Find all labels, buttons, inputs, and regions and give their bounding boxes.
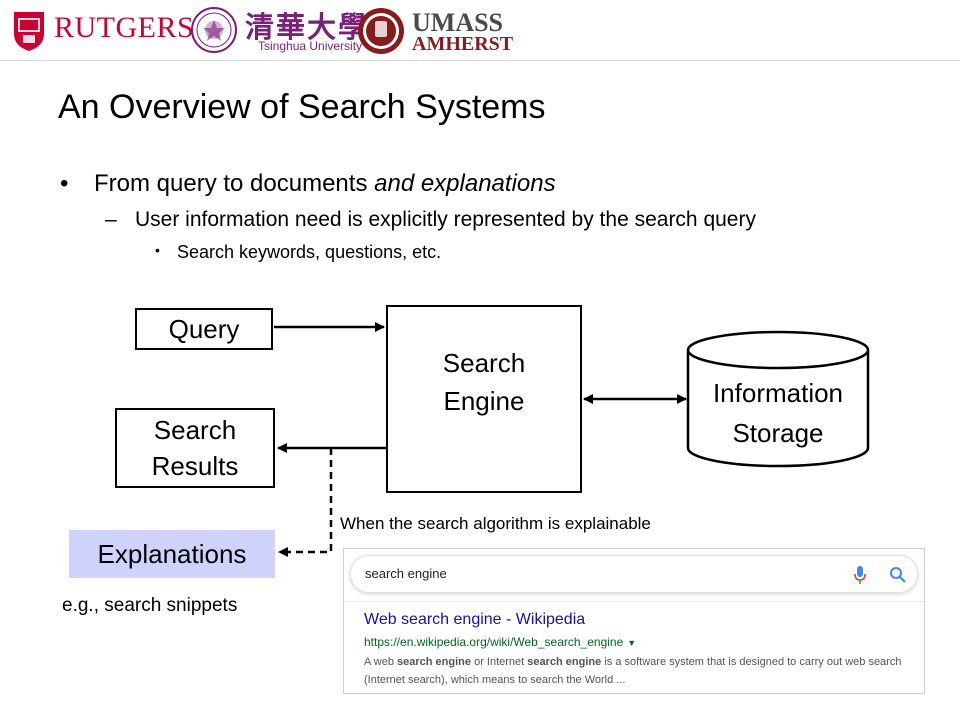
- results-label-line2: Results: [151, 451, 239, 481]
- header-divider: [0, 60, 960, 61]
- amherst-wordmark: AMHERST: [412, 33, 514, 55]
- engine-label-line2: Engine: [443, 386, 525, 416]
- results-label-line1: Search: [153, 415, 237, 445]
- bullet-level2-text: User information need is explicitly repr…: [135, 208, 756, 231]
- search-engine-box: Search Engine: [386, 305, 582, 493]
- bullet-dash: –: [105, 208, 117, 231]
- tsinghua-seal-icon: [191, 7, 237, 53]
- serp-search-input[interactable]: search engine: [365, 566, 447, 581]
- umass-seal-icon: [358, 8, 404, 54]
- bullet-level1-plain: From query to documents: [94, 170, 375, 197]
- serp-url-text[interactable]: https://en.wikipedia.org/wiki/Web_search…: [364, 635, 624, 649]
- slide-title: An Overview of Search Systems: [58, 88, 546, 126]
- snippet-bold: search engine: [397, 656, 472, 668]
- snippet-bold: search engine: [527, 656, 602, 668]
- snippet-part: or Internet: [471, 656, 528, 668]
- microphone-icon[interactable]: [853, 565, 867, 585]
- search-results-box: Search Results: [115, 408, 275, 488]
- query-label: Query: [168, 313, 240, 344]
- tsinghua-english-wordmark: Tsinghua University: [258, 39, 363, 53]
- serp-divider: [344, 601, 924, 602]
- rutgers-wordmark: RUTGERS: [54, 11, 195, 44]
- rutgers-shield-icon: [14, 12, 44, 51]
- query-box: Query: [135, 308, 273, 350]
- tsinghua-chinese-wordmark: 清華大學: [245, 10, 370, 44]
- storage-cylinder: [686, 330, 870, 468]
- bullet-level3-text: Search keywords, questions, etc.: [177, 242, 442, 262]
- snippet-part: is a software system that is designed to…: [364, 656, 902, 686]
- example-note: e.g., search snippets: [62, 595, 238, 616]
- storage-label-line2: Storage: [732, 418, 824, 448]
- bullet-level1-text: From query to documents and explanations: [94, 170, 556, 198]
- explainable-note: When the search algorithm is explainable: [340, 514, 651, 533]
- serp-search-box[interactable]: search engine: [350, 555, 918, 593]
- explanations-dashed-arrow: [278, 448, 333, 557]
- storage-label: Information Storage: [688, 373, 868, 453]
- dropdown-arrow-icon[interactable]: ▼: [627, 638, 637, 648]
- search-icon[interactable]: [889, 566, 907, 584]
- serp-result-snippet: A web search engine or Internet search e…: [364, 653, 912, 689]
- snippet-part: A web: [364, 656, 398, 668]
- explanations-box: Explanations: [69, 530, 275, 578]
- search-results-screenshot: search engine Web search engine - Wikipe…: [343, 548, 925, 694]
- engine-label-line1: Search: [442, 348, 526, 378]
- serp-result-title-link[interactable]: Web search engine - Wikipedia: [364, 611, 586, 628]
- serp-result-url[interactable]: https://en.wikipedia.org/wiki/Web_search…: [364, 635, 636, 649]
- explanations-label: Explanations: [97, 538, 247, 569]
- bullet-dot: •: [60, 170, 69, 197]
- storage-label-line1: Information: [712, 378, 844, 408]
- bullet-level1-italic: and explanations: [374, 170, 556, 197]
- bullet-dot-small: •: [155, 242, 160, 258]
- umass-wordmark: UMASS: [412, 8, 504, 37]
